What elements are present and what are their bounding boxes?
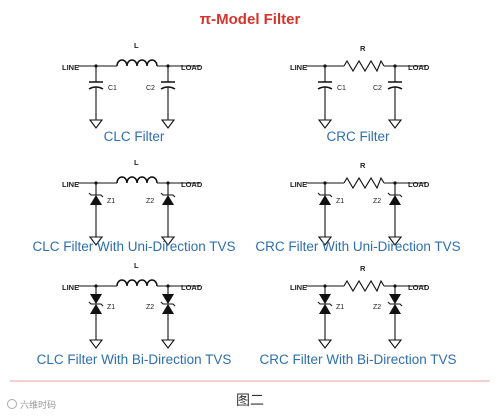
load-label: LOAD [181,283,203,292]
resistor-symbol [343,177,385,189]
line-label: LINE [290,180,307,189]
caption-clc-bi-tvs: CLC Filter With Bi-Direction TVS [37,352,232,367]
circuit-clc-bi-tvs: LINE LOAD L Z1 Z2 [62,261,203,348]
caption-crc-filter: CRC Filter [327,129,391,144]
resistor-symbol [343,280,385,292]
tvs-z1-symbol [89,183,103,245]
inductor-label: L [134,261,139,270]
watermark: 六维时码 [7,399,56,411]
line-label: LINE [62,63,79,72]
bi-tvs-z2-symbol [388,286,402,348]
c1-label: C1 [108,85,117,92]
line-label: LINE [290,283,307,292]
line-label: LINE [290,63,307,72]
z1-label: Z1 [107,198,115,205]
resistor-label: R [360,44,366,53]
z1-label: Z1 [336,304,344,311]
page-title: π-Model Filter [200,11,301,28]
z2-label: Z2 [146,304,154,311]
c2-label: C2 [146,85,155,92]
tvs-z2-symbol [161,183,175,245]
circuit-clc-filter: LINE LOAD L C1 C2 [62,41,203,128]
z1-label: Z1 [336,198,344,205]
c1-label: C1 [337,85,346,92]
caption-clc-filter: CLC Filter [104,129,165,144]
resistor-label: R [360,264,366,273]
figure-caption: 图二 [236,393,264,409]
z1-label: Z1 [107,304,115,311]
capacitor-c1-symbol [89,66,103,128]
z2-label: Z2 [373,304,381,311]
load-label: LOAD [408,180,430,189]
inductor-symbol [116,59,158,67]
inductor-symbol [116,176,158,184]
bi-tvs-z1-symbol [89,286,103,348]
watermark-icon [7,399,17,409]
inductor-label: L [134,158,139,167]
caption-crc-bi-tvs: CRC Filter With Bi-Direction TVS [259,352,456,367]
line-label: LINE [62,180,79,189]
load-label: LOAD [181,180,203,189]
inductor-label: L [134,41,139,50]
caption-crc-uni-tvs: CRC Filter With Uni-Direction TVS [255,239,460,254]
capacitor-c1-symbol [318,66,332,128]
caption-clc-uni-tvs: CLC Filter With Uni-Direction TVS [32,239,235,254]
circuit-crc-uni-tvs: LINE LOAD R Z1 Z2 [290,161,430,245]
capacitor-c2-symbol [161,66,175,128]
resistor-symbol [343,60,385,72]
load-label: LOAD [408,63,430,72]
c2-label: C2 [373,85,382,92]
load-label: LOAD [408,283,430,292]
load-label: LOAD [181,63,203,72]
line-label: LINE [62,283,79,292]
z2-label: Z2 [146,198,154,205]
resistor-label: R [360,161,366,170]
circuit-clc-uni-tvs: LINE LOAD L Z1 Z2 [62,158,203,245]
tvs-z1-symbol [318,183,332,245]
circuit-crc-filter: LINE LOAD R C1 C2 [290,44,430,128]
circuit-crc-bi-tvs: LINE LOAD R Z1 Z2 [290,264,430,348]
capacitor-c2-symbol [388,66,402,128]
inductor-symbol [116,279,158,287]
bi-tvs-z1-symbol [318,286,332,348]
z2-label: Z2 [373,198,381,205]
tvs-z2-symbol [388,183,402,245]
watermark-text: 六维时码 [20,399,56,411]
bi-tvs-z2-symbol [161,286,175,348]
